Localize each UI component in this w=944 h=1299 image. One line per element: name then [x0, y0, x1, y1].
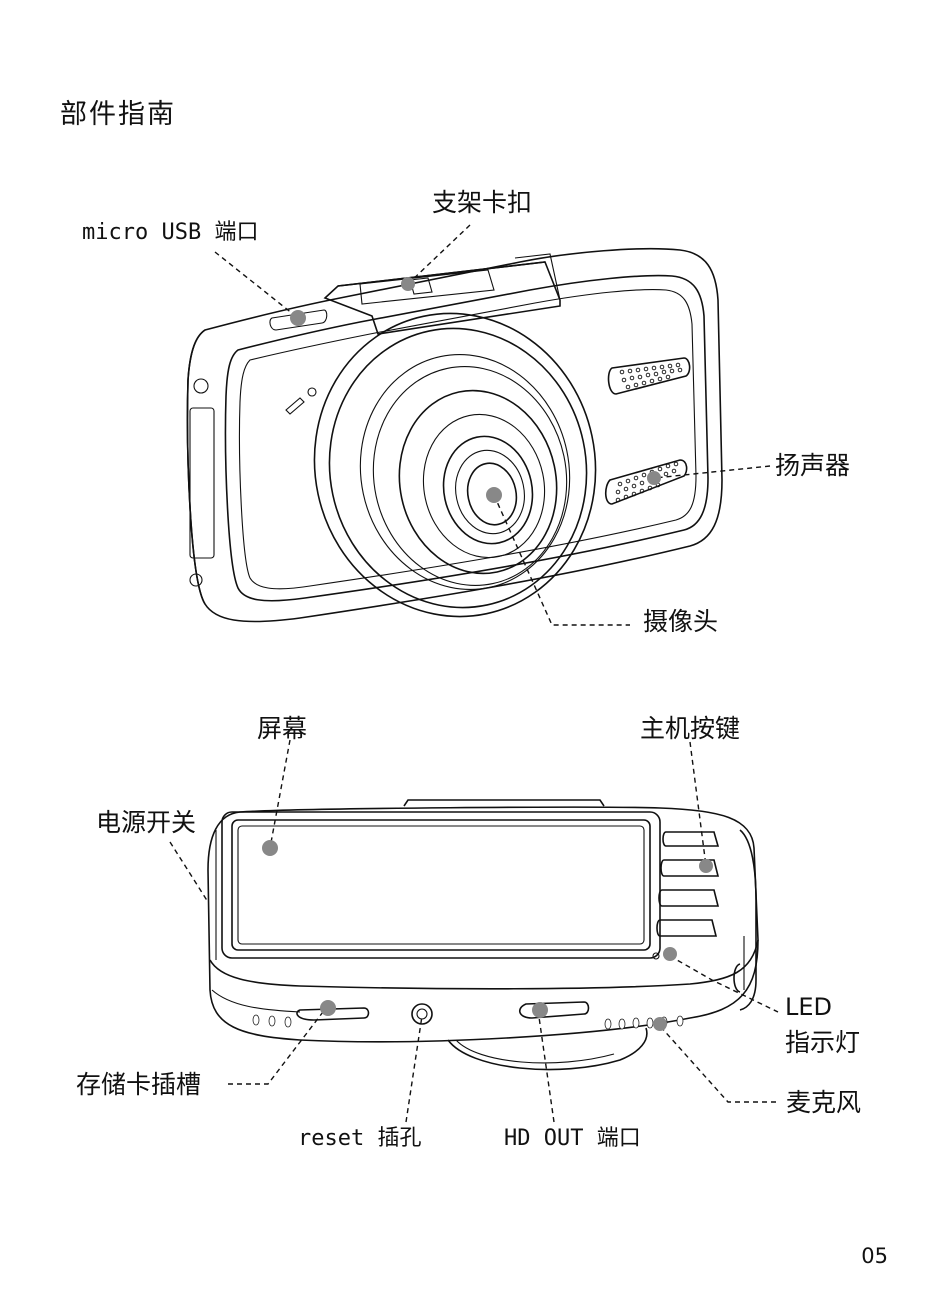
- lens-underside: [447, 1027, 648, 1071]
- sd-slot-shape: [296, 1007, 370, 1021]
- label-screen: 屏幕: [257, 714, 308, 743]
- label-power-switch: 电源开关: [96, 808, 197, 837]
- speaker-grille-top: [607, 357, 691, 395]
- front-view-diagram: [186, 224, 771, 626]
- screen-panel: [231, 819, 651, 951]
- label-led-line1: LED: [785, 993, 833, 1021]
- leader-hd-out: [537, 1009, 555, 1123]
- marker-micro-usb: [290, 310, 306, 326]
- main-buttons: [656, 831, 720, 937]
- marker-mount-clip: [401, 277, 415, 291]
- rear-body-outer: [207, 806, 759, 1043]
- label-mount-clip: 支架卡扣: [432, 188, 533, 217]
- marker-screen: [262, 840, 278, 856]
- label-hd-out: HD OUT 端口: [504, 1126, 641, 1151]
- speaker-grille-bottom: [604, 459, 688, 505]
- leader-camera: [493, 494, 630, 626]
- label-main-buttons: 主机按键: [640, 714, 741, 743]
- usb-port-shape: [269, 309, 328, 331]
- marker-microphone: [653, 1017, 667, 1031]
- side-slot: [189, 407, 215, 559]
- label-camera: 摄像头: [643, 607, 719, 636]
- reset-hole: [411, 1003, 433, 1025]
- label-micro-usb: micro USB 端口: [82, 220, 259, 245]
- marker-speaker: [647, 471, 661, 485]
- side-hole-bottom: [189, 573, 203, 587]
- label-reset: reset 插孔: [298, 1126, 422, 1151]
- leader-power-switch: [169, 841, 209, 903]
- marker-camera: [486, 487, 502, 503]
- screen-bezel: [221, 811, 661, 959]
- leader-reset: [405, 1015, 423, 1123]
- marker-led: [663, 947, 677, 961]
- label-led-line2: 指示灯: [785, 1028, 861, 1057]
- vent-holes-left: [252, 1014, 292, 1028]
- marker-main-buttons: [699, 859, 713, 873]
- camera-body-inner: [224, 274, 709, 602]
- rear-view-diagram: [169, 739, 779, 1123]
- marker-hd-out: [532, 1002, 548, 1018]
- vent-holes-right: [604, 1015, 684, 1030]
- leader-sd-slot: [228, 1007, 327, 1085]
- label-sd-slot: 存储卡插槽: [76, 1070, 202, 1099]
- marker-sd-slot: [320, 1000, 336, 1016]
- leader-main-buttons: [689, 741, 707, 867]
- leader-led: [669, 955, 779, 1013]
- leader-speaker: [654, 465, 771, 479]
- hd-out-shape: [519, 1001, 590, 1019]
- side-hole-top: [193, 378, 209, 394]
- page-number: 05: [861, 1244, 888, 1268]
- leader-microphone: [659, 1025, 776, 1103]
- mic-icon: [285, 397, 305, 415]
- page-title: 部件指南: [60, 99, 176, 130]
- led-hole: [652, 952, 660, 960]
- label-microphone: 麦克风: [786, 1088, 862, 1117]
- leader-screen: [269, 739, 291, 849]
- label-speaker: 扬声器: [775, 451, 851, 480]
